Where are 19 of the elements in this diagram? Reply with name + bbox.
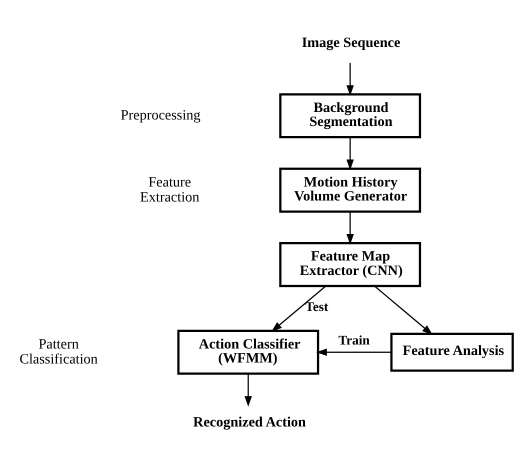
label: Pattern Classification: [19, 336, 98, 368]
label: Feature Extraction: [140, 174, 200, 206]
arrow: [346, 136, 354, 170]
node-box: Feature Map Extractor (CNN): [279, 242, 422, 287]
arrow: [244, 373, 252, 406]
node-box: Feature Analysis: [390, 332, 514, 372]
label: Preprocessing: [120, 107, 201, 124]
node-box: Motion History Volume Generator: [279, 167, 422, 212]
arrow: [374, 285, 433, 334]
arrow: [316, 348, 392, 356]
node-text: Recognized Action: [193, 414, 306, 430]
node-box: Action Classifier (WFMM): [177, 329, 320, 374]
arrow: [346, 211, 354, 244]
arrow: [346, 62, 354, 96]
edge-label: Test: [305, 298, 328, 314]
edge-label: Train: [338, 332, 370, 347]
node-text: Image Sequence: [302, 34, 400, 51]
arrow: [271, 285, 326, 332]
node-box: Background Segmentation: [279, 92, 422, 138]
